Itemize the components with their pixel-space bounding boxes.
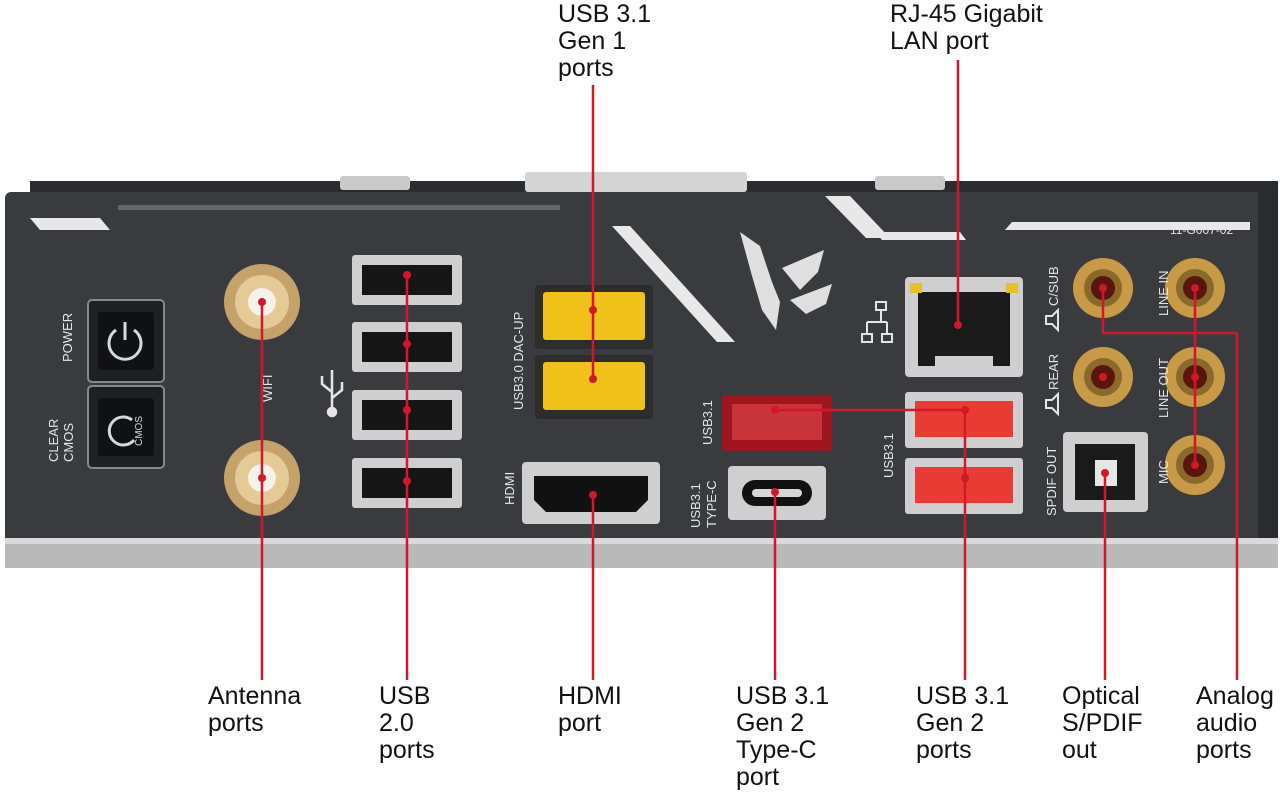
- reset-icon: [107, 415, 136, 447]
- callout-typec: USB 3.1 Gen 2 Type-C port: [736, 682, 830, 791]
- usb31-typec-line2: TYPE-C: [704, 480, 719, 528]
- callout-usb31-gen1: USB 3.1 Gen 1 ports: [558, 0, 652, 82]
- usb31-gen2-port-single: [722, 395, 832, 451]
- power-button: [87, 299, 165, 383]
- callout-hdmi: HDMI port: [558, 682, 622, 737]
- callout-usb31-gen2: USB 3.1 Gen 2 ports: [916, 682, 1010, 764]
- callout-analog: Analog audio ports: [1196, 682, 1274, 764]
- usb-icon: [320, 370, 344, 418]
- bottom-rail: [5, 538, 1278, 568]
- network-icon: [861, 301, 893, 343]
- eagle-logo-icon: [740, 232, 832, 330]
- usb30-dac-up-label: USB3.0 DAC-UP: [511, 312, 526, 410]
- rj45-port: [905, 277, 1023, 377]
- hdmi-label: HDMI: [502, 472, 517, 505]
- part-number-label: 11-G007-02: [1170, 223, 1233, 237]
- clear-cmos-line1: CLEAR: [46, 419, 61, 462]
- spdif-out-label: SPDIF OUT: [1044, 447, 1059, 516]
- callout-rj45: RJ-45 Gigabit LAN port: [890, 0, 1043, 55]
- usb31-label-b: USB3.1: [881, 433, 896, 478]
- clear-cmos-label: CLEAR CMOS: [46, 415, 76, 462]
- usb31-typec-label: USB3.1 TYPE-C: [688, 480, 719, 528]
- leader-dots: [258, 271, 1199, 499]
- wifi-label: WIFI: [260, 375, 275, 402]
- cmos-button-label: CMOS: [134, 416, 145, 446]
- callout-antenna: Antenna ports: [208, 682, 302, 737]
- mic-label: MIC: [1156, 460, 1171, 484]
- power-icon: [107, 322, 143, 361]
- line-out-label: LINE OUT: [1156, 358, 1171, 418]
- panel-right-edge: [1258, 192, 1278, 550]
- rear-label: REAR: [1046, 354, 1061, 390]
- clear-cmos-button: CMOS: [87, 385, 165, 469]
- clear-cmos-line2: CMOS: [61, 423, 76, 462]
- callout-usb20: USB 2.0 ports: [379, 682, 435, 764]
- line-in-label: LINE IN: [1156, 270, 1171, 316]
- decor-stripes: [30, 196, 1250, 342]
- audio-jack-cluster: [1073, 258, 1225, 495]
- usb31-typec-line1: USB3.1: [688, 483, 703, 528]
- callout-optical: Optical S/PDIF out: [1062, 682, 1143, 764]
- c-sub-label: C/SUB: [1046, 266, 1061, 306]
- usb31-label-a: USB3.1: [700, 400, 715, 445]
- speaker-icon: [1045, 307, 1059, 417]
- power-label: POWER: [60, 313, 75, 362]
